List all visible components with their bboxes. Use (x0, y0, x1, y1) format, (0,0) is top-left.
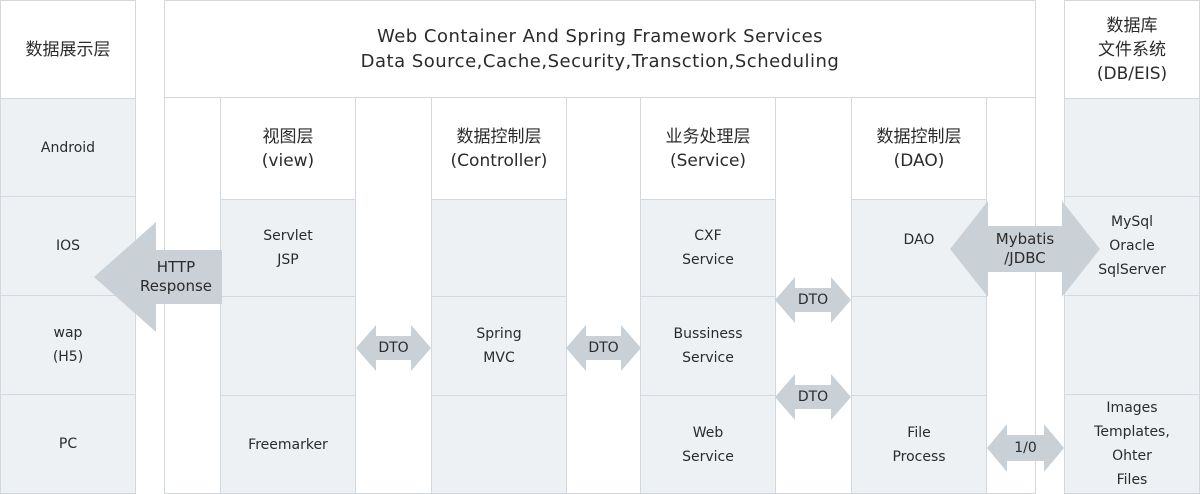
service-layer-subtitle: (Service) (669, 150, 747, 171)
storage-templates-label: Templates, (1094, 424, 1170, 440)
storage-empty-top-cell (1064, 98, 1200, 197)
dao-label: DAO (903, 232, 935, 248)
view-servlet-jsp-cell: Servlet JSP (220, 199, 356, 297)
controller-layer-subtitle: (Controller) (450, 150, 548, 171)
client-pc-label: PC (58, 436, 78, 452)
controller-spring-label: Spring (476, 326, 522, 342)
client-ios-label: IOS (55, 238, 81, 254)
io-label: 1/0 (1014, 440, 1037, 456)
view-layer-subtitle: (view) (261, 150, 315, 171)
double-arrow-icon (775, 374, 851, 420)
service-layer-header: 业务处理层 (Service) (640, 97, 776, 200)
view-layer-title: 视图层 (262, 126, 314, 147)
dao-layer-title: 数据控制层 (876, 126, 962, 147)
service-cxf-cell: CXF Service (640, 199, 776, 297)
storage-header-line-2: 文件系统 (1098, 39, 1166, 60)
dao-file-process-cell: File Process (851, 395, 987, 494)
controller-mvc-label: MVC (483, 350, 515, 366)
dto-label: DTO (588, 340, 619, 356)
storage-header-line-1: 数据库 (1106, 15, 1158, 36)
view-layer-header: 视图层 (view) (220, 97, 356, 200)
dao-empty-cell (851, 296, 987, 396)
dto-label: DTO (797, 389, 829, 405)
service-business-cell: Bussiness Service (640, 296, 776, 396)
left-arrow-icon (94, 222, 222, 332)
controller-layer-title: 数据控制层 (456, 126, 542, 147)
storage-sqlserver-label: SqlServer (1098, 262, 1166, 278)
storage-layer-header: 数据库 文件系统 (DB/EIS) (1064, 0, 1200, 99)
double-arrow-icon (775, 277, 851, 323)
client-pc: PC (0, 394, 136, 494)
presentation-layer-title: 数据展示层 (25, 39, 111, 60)
banner-line-2: Data Source,Cache,Security,Transction,Sc… (360, 51, 840, 72)
double-arrow-icon (950, 201, 1100, 297)
storage-other-label: Ohter (1112, 448, 1152, 464)
storage-files-cell: Images Templates, Ohter Files (1064, 394, 1200, 494)
double-arrow-icon (987, 424, 1064, 472)
view-jsp-label: JSP (277, 252, 299, 268)
dto-arrow-service-dao-upper: DTO (775, 277, 851, 323)
framework-services-banner: Web Container And Spring Framework Servi… (164, 0, 1036, 98)
response-label: Response (139, 277, 213, 295)
dto-label: DTO (378, 340, 409, 356)
dto-arrow-view-controller: DTO (356, 325, 431, 371)
view-freemarker-label: Freemarker (248, 436, 328, 453)
client-wap: wap (H5) (0, 295, 136, 395)
dao-layer-subtitle: (DAO) (893, 150, 945, 171)
dao-layer-header: 数据控制层 (DAO) (851, 97, 987, 200)
service-cxf-service-label: Service (682, 252, 734, 268)
dao-process-label: Process (892, 448, 946, 465)
service-cxf-label: CXF (694, 228, 722, 244)
double-arrow-icon (566, 325, 641, 371)
client-wap-h5-label: (H5) (52, 349, 84, 365)
controller-empty-top-cell (431, 199, 567, 297)
controller-spring-mvc-cell: Spring MVC (431, 296, 567, 396)
mybatis-jdbc-arrow: Mybatis /JDBC (950, 201, 1100, 297)
client-ios: IOS (0, 196, 136, 296)
storage-mysql-label: MySql (1110, 214, 1154, 230)
service-business-label: Bussiness (673, 326, 743, 342)
io-arrow: 1/0 (987, 424, 1064, 472)
presentation-layer-header: 数据展示层 (0, 0, 136, 99)
storage-images-label: Images (1106, 400, 1158, 416)
service-layer-title: 业务处理层 (665, 126, 751, 147)
service-web-cell: Web Service (640, 395, 776, 494)
view-servlet-label: Servlet (263, 228, 313, 244)
service-web-label: Web (692, 424, 724, 441)
banner-line-1: Web Container And Spring Framework Servi… (376, 26, 824, 47)
client-wap-label: wap (53, 325, 83, 341)
controller-empty-bottom-cell (431, 395, 567, 494)
storage-header-line-3: (DB/EIS) (1096, 63, 1168, 84)
view-freemarker-cell: Freemarker (220, 395, 356, 494)
http-response-arrow: HTTP Response (94, 222, 222, 332)
jdbc-label: /JDBC (1004, 249, 1046, 267)
client-android: Android (0, 98, 136, 197)
dto-arrow-controller-service: DTO (566, 325, 641, 371)
client-android-label: Android (40, 139, 96, 156)
storage-empty-middle-cell (1064, 295, 1200, 395)
dto-arrow-service-dao-lower: DTO (775, 374, 851, 420)
service-web-service-label: Service (682, 448, 734, 465)
dao-file-label: File (907, 424, 931, 441)
view-empty-cell (220, 296, 356, 396)
http-label: HTTP (156, 258, 196, 276)
mybatis-label: Mybatis (995, 230, 1055, 248)
storage-oracle-label: Oracle (1109, 238, 1155, 254)
storage-files-label: Files (1116, 472, 1148, 488)
controller-layer-header: 数据控制层 (Controller) (431, 97, 567, 200)
double-arrow-icon (356, 325, 431, 371)
service-business-service-label: Service (682, 350, 734, 366)
dto-label: DTO (797, 292, 829, 308)
